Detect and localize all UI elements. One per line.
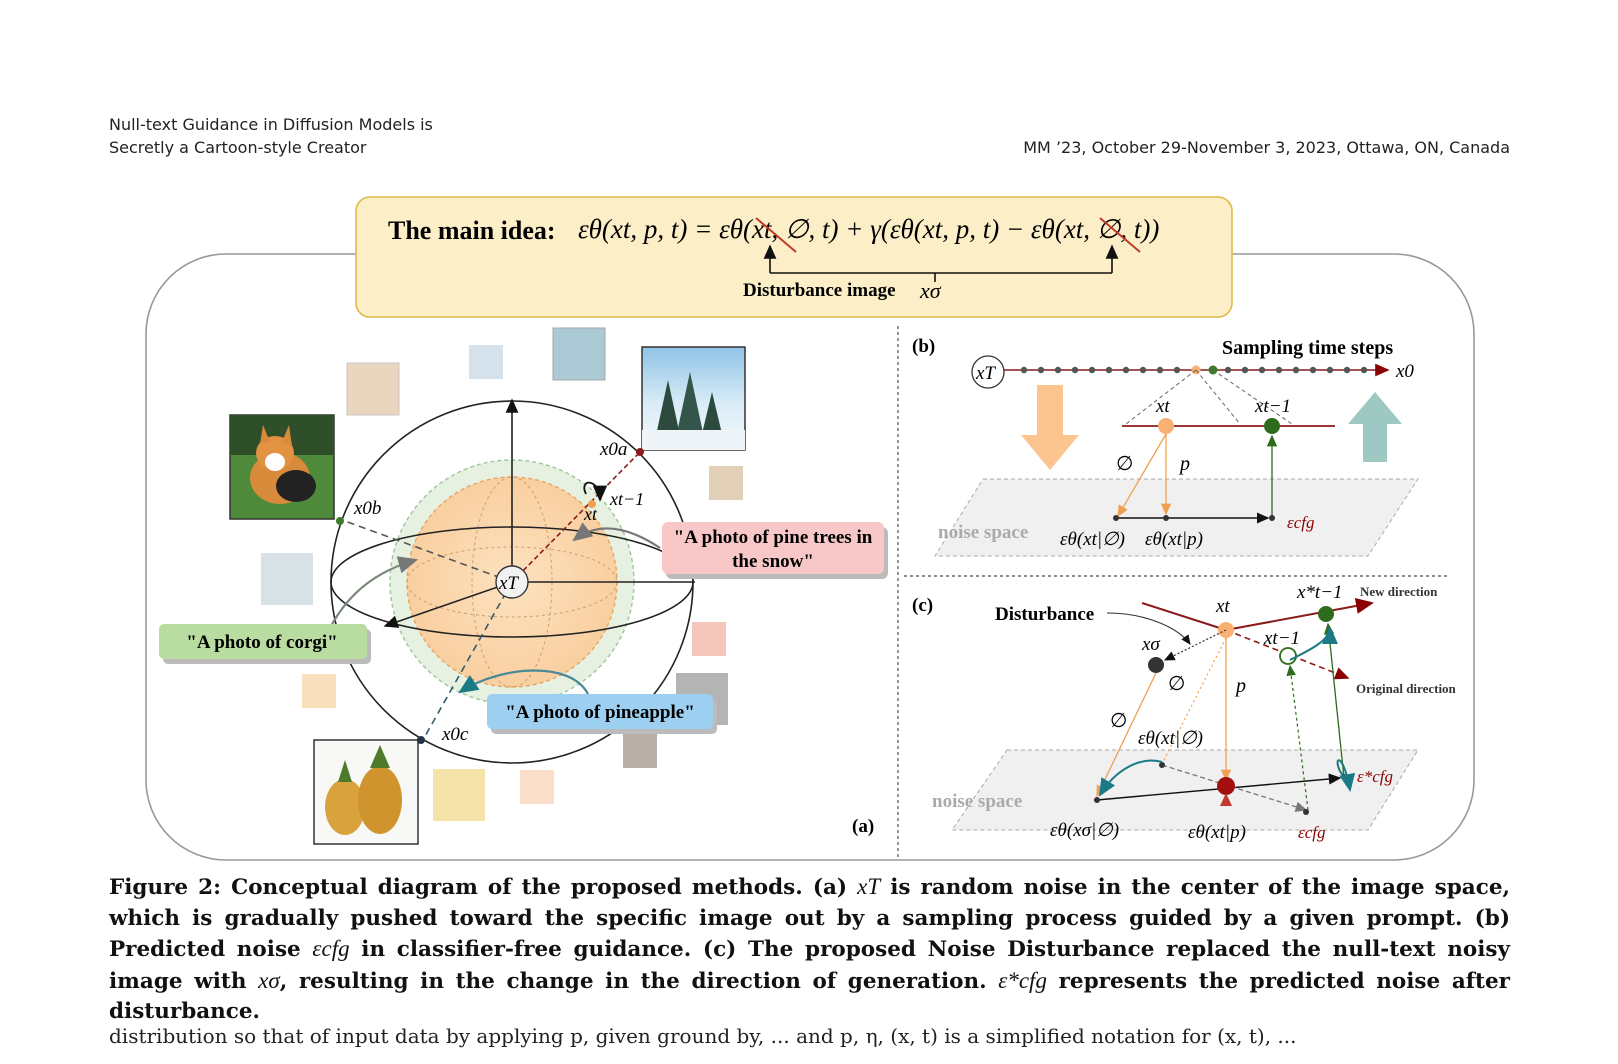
panel-a: xT x0a x0b x0c xt xt−1 "A photo of pine … xyxy=(159,327,888,845)
header-title-line1: Null-text Guidance in Diffusion Models i… xyxy=(109,115,433,134)
prompt-pineapple-box: "A photo of pineapple" xyxy=(487,694,717,734)
eps-p-b: εθ(xt|p) xyxy=(1145,529,1203,550)
thumb-banana xyxy=(433,769,485,821)
disturbance-image-label: Disturbance image xyxy=(743,280,896,301)
noise-space-c: noise space xyxy=(932,791,1022,812)
noise-space-b: noise space xyxy=(938,522,1028,543)
null-c-1: ∅ xyxy=(1168,673,1185,695)
thumb-mountain xyxy=(552,327,606,381)
header-title-line2: Secretly a Cartoon-style Creator xyxy=(109,138,367,157)
thumb-tiger xyxy=(346,362,400,416)
xt-1-star-c: x*t−1 xyxy=(1296,582,1343,603)
cross-out-1 xyxy=(755,217,797,253)
body-text-fragment: distribution so that of input data by ap… xyxy=(109,1024,1297,1048)
caption-part2: is random noise in the center of the ima… xyxy=(109,875,1510,962)
panel-c: (c) Disturbance New direction Original d… xyxy=(912,582,1457,843)
prompt-corgi-box: "A photo of corgi" xyxy=(159,624,371,664)
prompt-pineapple-text: "A photo of pineapple" xyxy=(505,702,695,723)
original-direction: Original direction xyxy=(1356,681,1457,696)
eps-cfg-b: εcfg xyxy=(1287,513,1314,532)
null-b: ∅ xyxy=(1116,453,1133,475)
thumb-person xyxy=(692,622,726,656)
down-arrow xyxy=(1021,385,1079,470)
eps-null-c: εθ(xt|∅) xyxy=(1138,728,1203,749)
timeline-start: xT xyxy=(975,363,996,384)
eps-sigma-c: εθ(xσ|∅) xyxy=(1050,820,1119,841)
pine-trees-image xyxy=(641,346,746,451)
center-xT-node xyxy=(495,565,529,599)
panel-a-label: (a) xyxy=(852,816,874,837)
cross-out-2 xyxy=(1099,217,1141,253)
timeline-end: x0 xyxy=(1395,361,1414,382)
zoom-xt-1: xt−1 xyxy=(1254,396,1291,417)
up-arrow xyxy=(1348,392,1402,462)
timeline-dots xyxy=(1020,366,1368,374)
caption-sym-eps-cfg-star: ε*cfg xyxy=(998,967,1047,993)
label-x0c: x0c xyxy=(441,724,469,745)
xt-1-c: xt−1 xyxy=(1263,628,1300,649)
thumb-wood xyxy=(709,466,743,500)
center-xT-label: xT xyxy=(498,573,519,594)
label-xt-1: xt−1 xyxy=(609,489,644,509)
disturbance-label: Disturbance xyxy=(995,604,1094,625)
main-idea-equation: εθ(xt, p, t) = εθ(xt, ∅, t) + γ(εθ(xt, p… xyxy=(578,214,1159,244)
thumb-peach xyxy=(520,770,554,804)
running-header-title: Null-text Guidance in Diffusion Models i… xyxy=(109,113,509,159)
eps-p-c: εθ(xt|p) xyxy=(1188,822,1246,843)
panel-b: (b) Sampling time steps xT x0 xt xt−1 xyxy=(912,336,1419,557)
zoom-xt: xt xyxy=(1155,396,1170,417)
p-c: p xyxy=(1234,675,1246,697)
label-x0a: x0a xyxy=(599,439,627,460)
figure-2-diagram: The main idea: εθ(xt, p, t) = εθ(xt, ∅, … xyxy=(145,196,1475,861)
thumb-lake xyxy=(469,345,503,379)
prompt-corgi-text: "A photo of corgi" xyxy=(186,632,337,653)
caption-part3: in classifier-free guidance. (c) The pro… xyxy=(109,937,1510,994)
caption-part4: , resulting in the change in the directi… xyxy=(279,968,999,994)
eps-cfg-star-c: ε*cfg xyxy=(1357,767,1393,786)
main-idea-label: The main idea: xyxy=(388,216,556,245)
eps-cfg-c: εcfg xyxy=(1298,823,1325,842)
caption-part5: represents the predicted noise after dis… xyxy=(109,968,1510,1025)
null-c-2: ∅ xyxy=(1110,710,1127,732)
xt-c: xt xyxy=(1215,596,1230,617)
corgi-image xyxy=(229,414,335,520)
eps-null-b: εθ(xt|∅) xyxy=(1060,529,1125,550)
running-header-venue: MM ’23, October 29-November 3, 2023, Ott… xyxy=(1023,138,1510,157)
caption-part1: Figure 2: Conceptual diagram of the prop… xyxy=(109,875,858,900)
noise-plane-c xyxy=(951,749,1419,831)
label-x0b: x0b xyxy=(353,498,381,519)
thumb-orange xyxy=(302,674,336,708)
pineapple-image xyxy=(313,739,419,845)
thumb-man xyxy=(623,734,657,768)
main-idea-box xyxy=(355,196,1233,318)
sampling-title: Sampling time steps xyxy=(1222,337,1393,359)
label-xt: xt xyxy=(583,504,598,524)
disturbance-symbol: xσ xyxy=(919,278,942,303)
caption-sym-xT: xT xyxy=(857,874,881,899)
panel-c-label: (c) xyxy=(912,595,933,616)
panel-b-label: (b) xyxy=(912,336,935,357)
figure-caption: Figure 2: Conceptual diagram of the prop… xyxy=(109,872,1510,1028)
new-direction: New direction xyxy=(1360,584,1438,599)
thumb-cat xyxy=(261,553,313,605)
x-sigma-c: xσ xyxy=(1141,634,1160,655)
p-b: p xyxy=(1178,453,1190,475)
caption-sym-eps-cfg: εcfg xyxy=(312,936,350,961)
caption-sym-x-sigma: xσ xyxy=(258,967,280,993)
